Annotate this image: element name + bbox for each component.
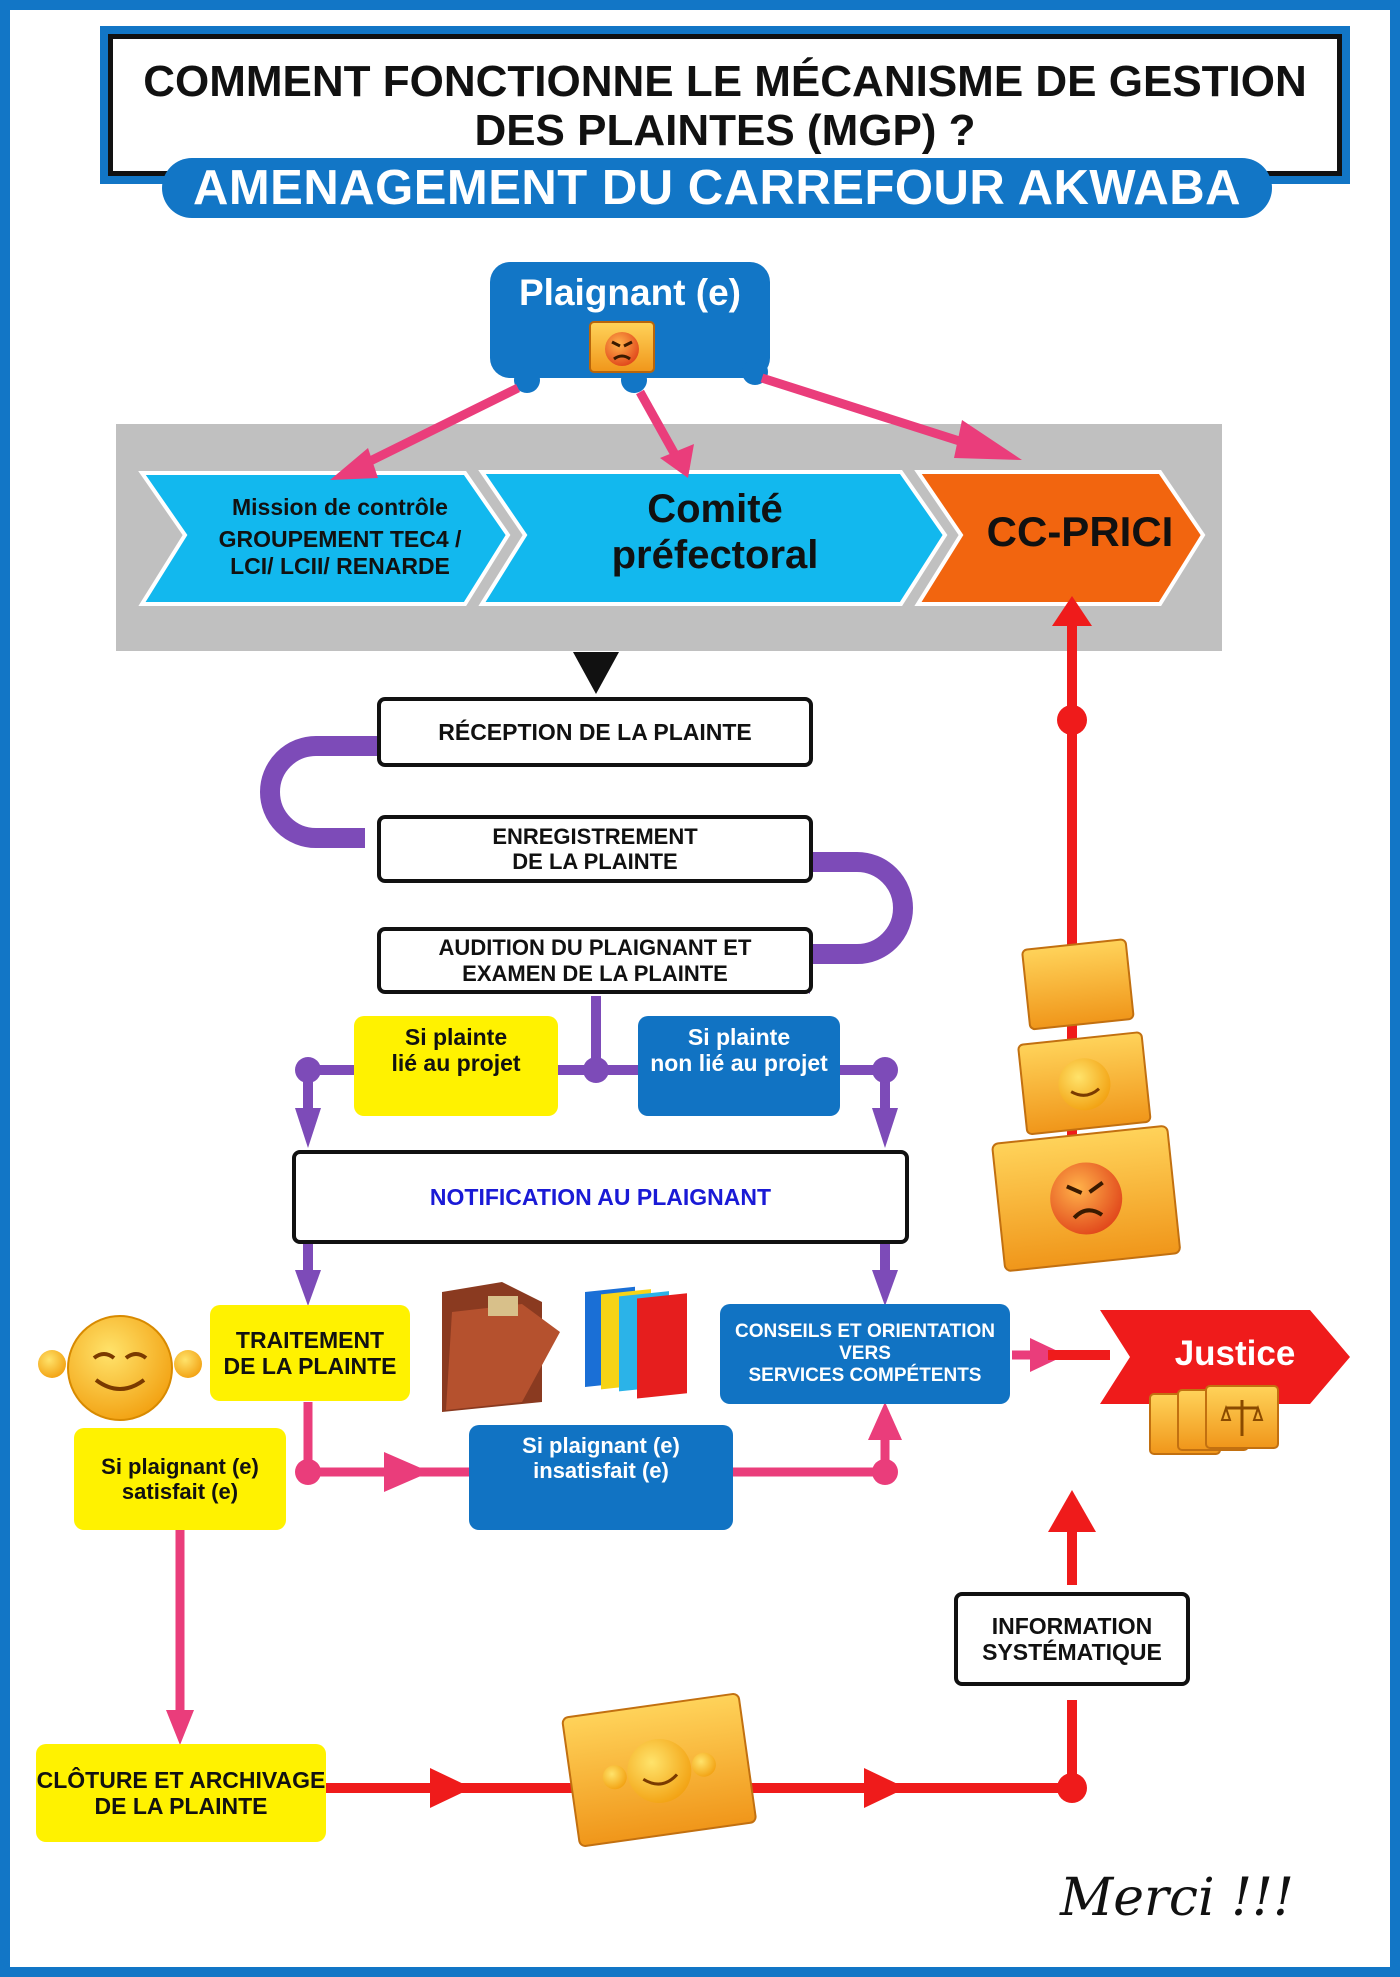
folder-stack-icon: [442, 1282, 560, 1412]
merci-signature: Merci !!!: [1060, 1868, 1294, 1928]
scales-icon: [1149, 1385, 1279, 1455]
notification-label: NOTIFICATION AU PLAIGNANT: [429, 1183, 772, 1210]
information-box: INFORMATION SYSTÉMATIQUE: [954, 1592, 1190, 1686]
folder-stack-icon: [991, 938, 1181, 1272]
comite-label: Comité préfectoral: [611, 487, 819, 577]
down-arrow: [573, 652, 619, 694]
insatisfait-box: Si plaignant (e) insatisfait (e): [469, 1425, 733, 1530]
happy-emoji-icon: [38, 1315, 202, 1421]
page-title: COMMENT FONCTIONNE LE MÉCANISME DE GESTI…: [113, 57, 1337, 156]
reception-label: RÉCEPTION DE LA PLAINTE: [438, 718, 752, 745]
justice-arrow: [1100, 1310, 1350, 1404]
pink-flow: [175, 1350, 1048, 1718]
happy-folder-icon: [561, 1693, 757, 1847]
audition-box: AUDITION DU PLAIGNANT ET EXAMEN DE LA PL…: [377, 927, 813, 994]
ccprici-label: CC-PRICI: [986, 508, 1174, 555]
title-line-1: COMMENT FONCTIONNE LE MÉCANISME DE GESTI…: [143, 57, 1307, 106]
lie-au-projet-box: Si plainte lié au projet: [354, 1016, 558, 1116]
mission-label: Mission de contrôle GROUPEMENT TEC4 / LC…: [218, 494, 462, 579]
files-icon: [585, 1286, 687, 1399]
purple-flow: [260, 736, 913, 964]
satisfait-box: Si plaignant (e) satisfait (e): [74, 1428, 286, 1530]
non-lie-au-projet-box: Si plainte non lié au projet: [638, 1016, 840, 1116]
enregistrement-box: ENREGISTREMENT DE LA PLAINTE: [377, 815, 813, 883]
project-subtitle: AMENAGEMENT DU CARREFOUR AKWABA: [162, 158, 1272, 218]
justice-label: Justice: [1174, 1334, 1296, 1373]
mission-chevron: [138, 471, 511, 606]
plaignant-arrows: [350, 373, 977, 475]
angry-folder-icon: [589, 321, 655, 373]
traitement-box: TRAITEMENT DE LA PLAINTE: [210, 1305, 410, 1401]
ccprici-chevron: [914, 470, 1206, 606]
conseils-box: CONSEILS ET ORIENTATION VERS SERVICES CO…: [720, 1304, 1010, 1404]
cloture-box: CLÔTURE ET ARCHIVAGE DE LA PLAINTE: [36, 1744, 326, 1842]
comite-chevron: [478, 470, 948, 606]
plaignant-box: [490, 262, 770, 378]
reception-box: RÉCEPTION DE LA PLAINTE: [377, 697, 813, 767]
plaignant-label: Plaignant (e): [518, 272, 742, 313]
notification-box: NOTIFICATION AU PLAIGNANT: [292, 1150, 909, 1244]
title-line-2: DES PLAINTES (MGP) ?: [474, 106, 976, 156]
